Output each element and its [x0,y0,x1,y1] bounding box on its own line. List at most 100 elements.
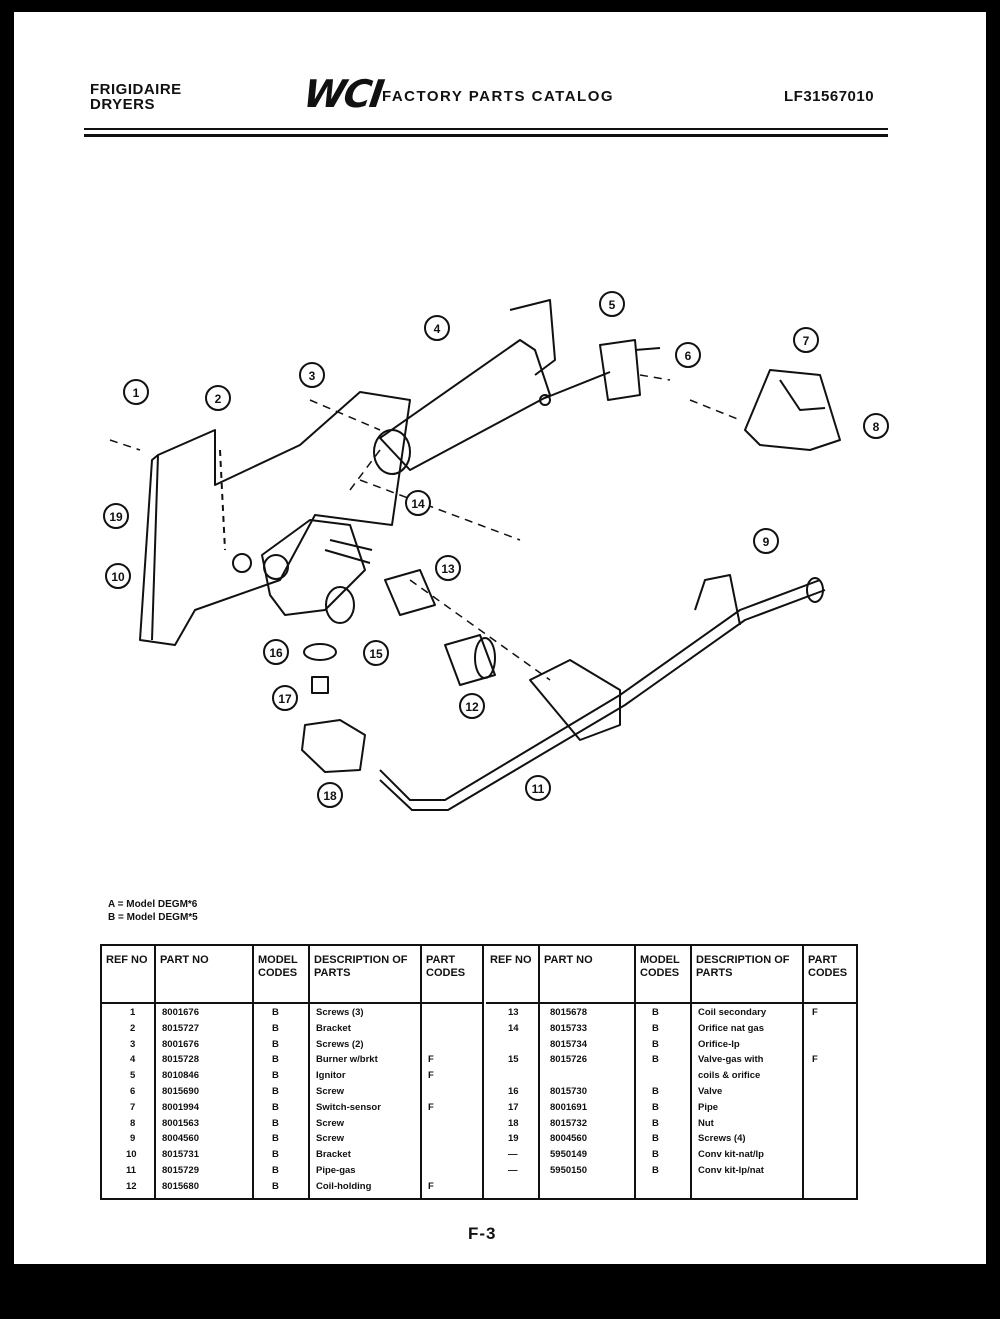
column-divider [636,1002,692,1198]
switch-detail [779,379,826,411]
ignitor-body [599,339,641,401]
part-17-pipe [311,676,329,694]
exploded-parts-diagram: 1 2 3 4 5 6 7 8 9 10 11 12 13 14 15 16 1… [103,291,889,811]
callout-4: 4 [424,315,450,341]
svg-text:5: 5 [609,298,616,312]
svg-text:11: 11 [532,782,545,796]
callout-15: 15 [363,640,389,666]
model-legend: A = Model DEGM*6 B = Model DEGM*5 [108,898,198,924]
scan-mark [0,940,10,946]
header-part-no: PART NO [156,946,254,1002]
valve-pipes [324,539,373,564]
catalog-page [14,12,986,1264]
scan-mark [0,60,10,90]
ignitor-wire [544,371,611,399]
catalog-title: FACTORY PARTS CATALOG [382,88,615,105]
callout-9: 9 [753,528,779,554]
orifice-holder [529,659,621,741]
header-ref-no: REF NO [486,946,540,1002]
column-divider [692,1002,804,1198]
svg-text:6: 6 [685,349,692,363]
catalog-code: LF31567010 [784,88,875,105]
brand-line-2: DRYERS [90,96,155,113]
svg-text:10: 10 [111,570,125,584]
column-divider [486,1002,540,1198]
brand-line-1: FRIGIDAIRE [90,81,182,98]
bracket-edge [151,454,159,641]
column-divider [156,1002,254,1198]
svg-text:12: 12 [465,700,479,714]
parts-table-left: REF NO PART NO MODEL CODES DESCRIPTION O… [102,946,484,1198]
svg-text:4: 4 [434,322,441,336]
svg-text:19: 19 [109,510,123,524]
valve-outlet [325,586,355,624]
svg-text:18: 18 [323,789,337,803]
bracket-slot [219,449,226,551]
burner-tube [379,339,551,471]
wci-logo: WCI [300,72,386,116]
parts-table-right: REF NO PART NO MODEL CODES DESCRIPTION O… [486,946,856,1198]
callout-18: 18 [317,782,343,808]
column-divider [102,1002,156,1198]
header-rule-thick [84,134,888,137]
svg-text:3: 3 [309,369,316,383]
holding-coil [444,634,496,686]
callout-11: 11 [525,775,551,801]
part-16-valve [303,643,337,661]
part-18-nut [301,719,366,773]
pipe-bracket [694,574,741,626]
legend-line-a: A = Model DEGM*6 [108,899,198,910]
bracket-shape [139,391,411,646]
coil-end [474,637,496,679]
callout-12: 12 [459,693,485,719]
header-rule [486,1002,856,1004]
header-part-no: PART NO [540,946,636,1002]
column-divider [310,1002,422,1198]
svg-text:14: 14 [411,497,425,511]
gas-pipe-edge [379,589,826,811]
callout-19: 19 [103,503,129,529]
header-description: DESCRIPTION OF PARTS [692,946,804,1002]
svg-text:13: 13 [441,562,455,576]
header-part-codes: PART CODES [808,954,848,979]
secondary-coil [384,569,436,616]
svg-text:8: 8 [873,420,880,434]
svg-text:2: 2 [215,392,222,406]
svg-text:9: 9 [763,535,770,549]
callout-5: 5 [599,291,625,317]
bracket-hole [232,553,252,573]
ignitor-lead [634,347,661,351]
callout-1: 1 [123,379,149,405]
valve-inlet [263,554,289,580]
assembly-lines [109,374,741,681]
parts-table: REF NO PART NO MODEL CODES DESCRIPTION O… [100,944,858,1200]
svg-text:17: 17 [278,692,292,706]
svg-text:15: 15 [369,647,383,661]
callout-6: 6 [675,342,701,368]
gas-pipe [379,579,821,801]
ignitor-tip [539,394,551,406]
scan-mark [0,770,10,776]
header-ref-no: REF NO [102,946,156,1002]
burner-bracket [509,299,556,376]
svg-text:16: 16 [269,646,283,660]
header-part-codes: PART CODES [426,954,466,979]
svg-text:1: 1 [133,386,140,400]
callout-10: 10 [105,563,131,589]
header-model-codes: MODEL CODES [636,946,692,1002]
header-model-codes: MODEL CODES [254,946,310,1002]
